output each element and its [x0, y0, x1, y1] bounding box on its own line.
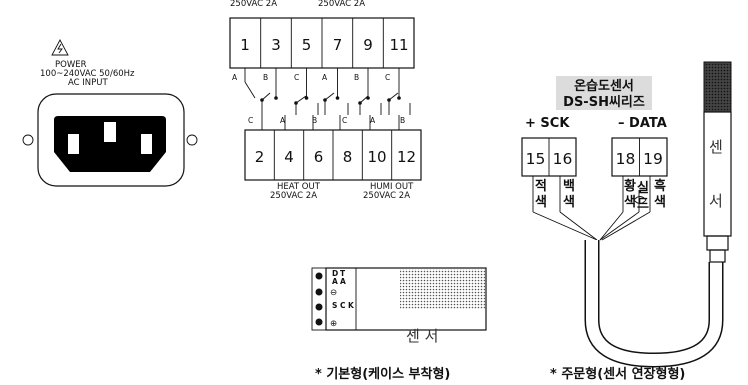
sensor-terminal-section: 온습도센서 DS-SH씨리즈 + SCK – DATA 15 16 18 19 … [521, 61, 732, 382]
contact-label-c3: C [248, 116, 253, 125]
wire-red-1: 적 [535, 178, 547, 194]
wire-black-1: 흑 [654, 178, 666, 194]
contact-label-b3: B [312, 116, 317, 125]
terminal-9: 9 [363, 36, 373, 54]
wire-shield-2: 드 [637, 197, 649, 212]
pin-letter-s: S [332, 301, 337, 310]
extended-sensor-caption: * 주문형(센서 연장형형) [550, 366, 685, 382]
warning-triangle-icon [51, 39, 69, 56]
basic-pin-plus [315, 318, 323, 326]
contact-label-a1: A [232, 73, 238, 82]
terminal-10: 10 [367, 148, 386, 166]
terminal-18: 18 [616, 150, 636, 168]
contact-label-c1: C [294, 73, 299, 82]
top-rating-left: 250VAC 2A [230, 0, 277, 9]
inlet-pin-right [141, 134, 152, 154]
sensor-title-line2: DS-SH씨리즈 [563, 94, 645, 110]
pin-letter-a2: A [340, 277, 346, 286]
terminal-6: 6 [314, 148, 324, 166]
pin-letter-c: C [340, 301, 346, 310]
wire-shield-1: 실 [637, 180, 649, 196]
wire-black-2: 색 [654, 195, 666, 210]
mount-hole-left [22, 134, 34, 146]
contact-label-b1: B [263, 73, 268, 82]
plus-sck-label: + SCK [525, 116, 570, 131]
inlet-socket [54, 116, 166, 172]
contact-label-c2: C [385, 73, 390, 82]
terminal-2: 2 [255, 148, 265, 166]
sensor-title-box [556, 76, 652, 110]
pin-letter-a1: A [332, 277, 338, 286]
basic-pin-data [315, 272, 323, 280]
terminal-3: 3 [271, 36, 281, 54]
contact-label-c4: C [342, 116, 347, 125]
wire-red-2: 색 [535, 195, 547, 210]
wire-yellow-2: 색 [624, 195, 636, 210]
basic-sensor: D A T A ⊖ S C K ⊕ 센 서 * 기본형(케이스 부착형) [311, 267, 487, 382]
terminal-7: 7 [333, 36, 343, 54]
sensor-cable-outer [584, 240, 724, 368]
terminal-12: 12 [397, 148, 416, 166]
pin-letter-d: D [332, 269, 338, 278]
top-rating-right: 250VAC 2A [318, 0, 365, 9]
inlet-plate [37, 93, 185, 187]
humi-out-label: HUMI OUT [370, 182, 414, 192]
power-voltage: 100~240VAC 50/60Hz [40, 69, 135, 79]
relay-block: 250VAC 2A 250VAC 2A 1 3 5 7 9 11 [229, 0, 422, 201]
terminal-8: 8 [343, 148, 353, 166]
power-inlet: POWER 100~240VAC 50/60Hz AC INPUT [22, 39, 198, 187]
probe-mesh-tip [703, 61, 732, 113]
contact-label-a3: A [280, 116, 286, 125]
inlet-pin-ground [104, 122, 116, 142]
wire-white-1: 백 [563, 179, 575, 194]
basic-sensor-label: 센 서 [406, 327, 438, 345]
shield-icon [633, 196, 647, 204]
sensor-title-line1: 온습도센서 [574, 78, 634, 94]
basic-sensor-mesh [400, 269, 485, 309]
heat-out-rating: 250VAC 2A [270, 191, 317, 201]
inlet-pin-left [68, 134, 79, 154]
probe-label-2: 서 [709, 192, 723, 210]
terminal-19: 19 [643, 150, 663, 168]
wire-white-2: 색 [563, 195, 575, 210]
terminal-4: 4 [284, 148, 294, 166]
basic-pin-sck [315, 303, 323, 311]
wire-yellow-1: 황 [624, 178, 636, 194]
probe-collar [706, 235, 729, 251]
terminal-15: 15 [526, 150, 546, 168]
pin-minus-symbol: ⊖ [330, 288, 337, 298]
probe-body [703, 111, 732, 237]
terminal-5: 5 [302, 36, 312, 54]
power-input-label: AC INPUT [68, 78, 109, 88]
mount-hole-right [186, 134, 198, 146]
pin-letter-k: K [348, 301, 355, 310]
power-label: POWER [55, 60, 87, 70]
terminal-1: 1 [240, 36, 250, 54]
contact-label-b4: B [400, 116, 405, 125]
contact-label-b2: B [354, 73, 359, 82]
pin-letter-t: T [340, 269, 346, 278]
basic-sensor-caption: * 기본형(케이스 부착형) [315, 366, 450, 382]
minus-data-label: – DATA [618, 116, 667, 131]
probe-neck [709, 249, 726, 263]
basic-sensor-case [325, 267, 487, 331]
contact-label-a2: A [322, 73, 328, 82]
terminal-16: 16 [553, 150, 573, 168]
basic-pin-minus [315, 288, 323, 296]
heat-out-label: HEAT OUT [277, 182, 321, 192]
sensor-cable-inner [586, 240, 722, 367]
contact-label-a4: A [370, 116, 376, 125]
probe-label-1: 센 [709, 138, 723, 156]
terminal-11: 11 [389, 36, 408, 54]
pin-plus-symbol: ⊕ [330, 319, 337, 329]
humi-out-rating: 250VAC 2A [363, 191, 410, 201]
